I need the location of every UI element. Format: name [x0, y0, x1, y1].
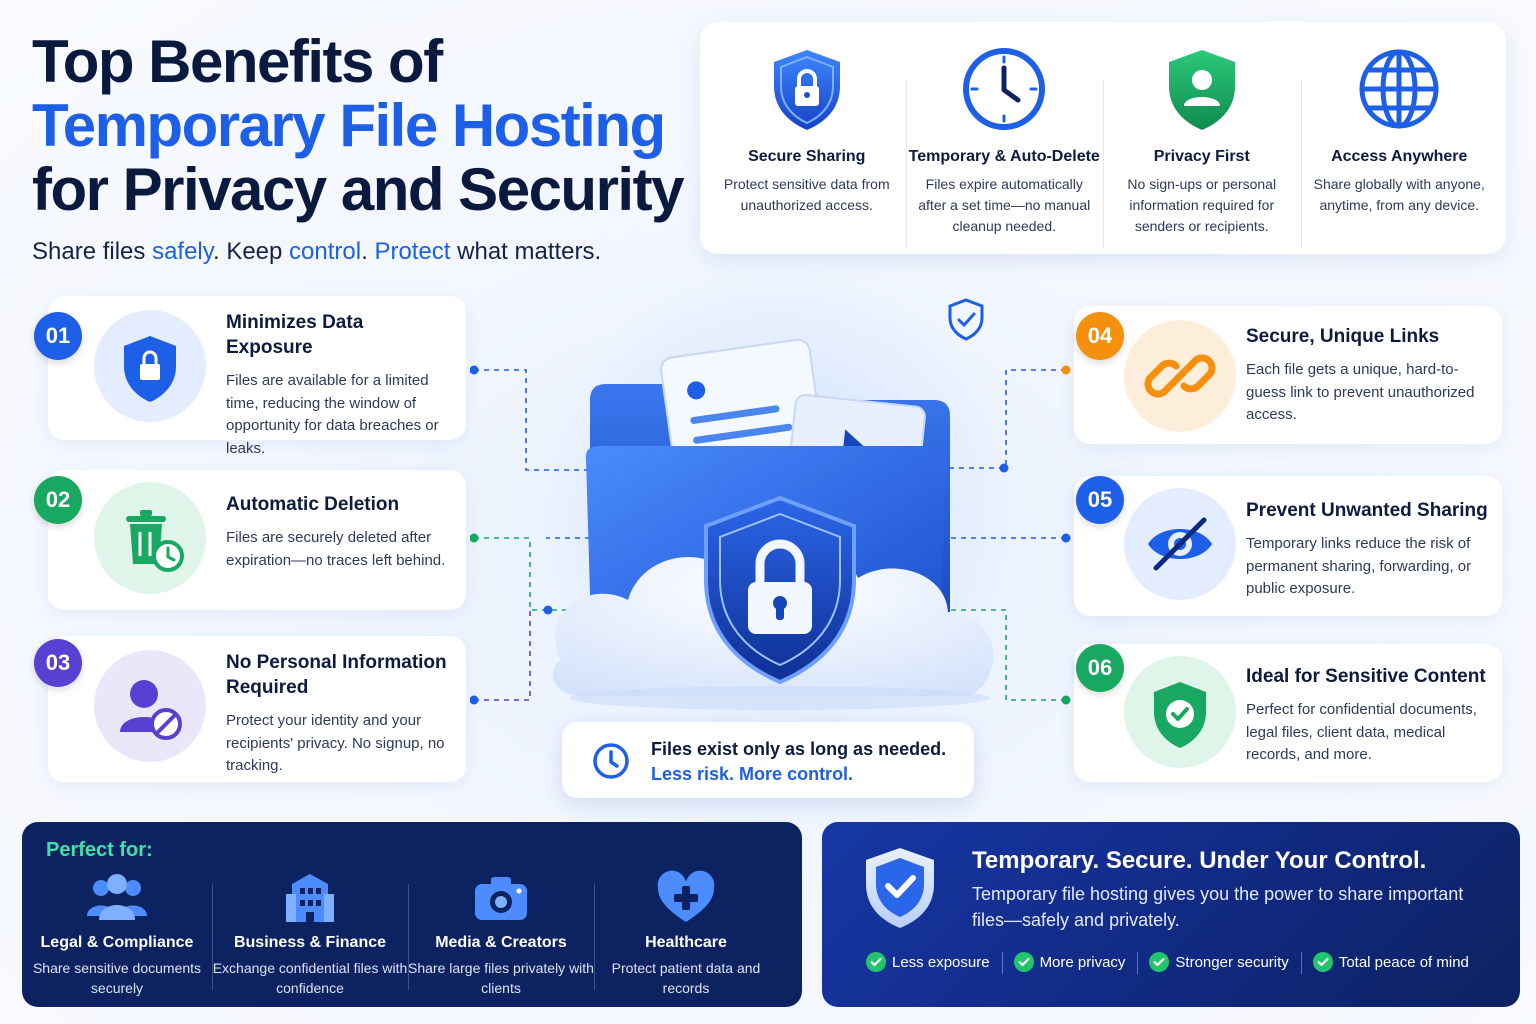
check-label: Total peace of mind [1338, 953, 1469, 971]
use-case-legal: Legal & Compliance Share sensitive docum… [22, 870, 212, 1000]
check-label: More privacy [1039, 953, 1126, 971]
benefit-title: No Personal Information Required [226, 652, 447, 698]
camera-icon [475, 877, 527, 920]
use-case-desc: Protect patient data and records [611, 960, 761, 996]
feature-privacy-first: Privacy First No sign-ups or personal in… [1103, 44, 1301, 254]
heart-cross-icon [657, 870, 715, 922]
use-case-title: Legal & Compliance [40, 934, 194, 951]
perfect-for-label: Perfect for: [46, 839, 153, 861]
trash-clock-icon [94, 482, 206, 594]
shield-check-icon [1124, 656, 1236, 768]
use-case-desc: Exchange confidential files with confide… [212, 960, 408, 996]
check-item: Less exposure [854, 952, 1002, 972]
subtitle-highlight-safely: safely [152, 238, 213, 265]
use-case-healthcare: Healthcare Protect patient data and reco… [594, 870, 778, 1000]
page-title-line-3: for Privacy and Security [32, 156, 684, 223]
benefit-card-02: 02 Automatic Deletion Files are securely… [34, 470, 466, 610]
feature-title: Privacy First [1153, 148, 1250, 165]
benefit-title: Prevent Unwanted Sharing [1246, 500, 1488, 521]
feature-title: Temporary & Auto-Delete [908, 148, 1100, 165]
check-circle-icon [1312, 952, 1333, 972]
benefit-title: Minimizes Data Exposure [226, 312, 364, 358]
check-item: Total peace of mind [1300, 952, 1481, 974]
benefit-desc: Protect your identity and your recipient… [226, 712, 445, 774]
feature-desc: No sign-ups or personal information requ… [1127, 176, 1277, 234]
eye-slash-icon [1124, 488, 1236, 600]
benefit-desc: Perfect for confidential documents, lega… [1246, 701, 1477, 763]
check-item: More privacy [1001, 952, 1138, 974]
lifetime-callout: Files exist only as long as needed. Less… [562, 722, 974, 798]
link-icon [1124, 320, 1236, 432]
benefit-title: Secure, Unique Links [1246, 326, 1440, 347]
subtitle-text: what matters. [450, 238, 602, 265]
feature-temporary-auto-delete: Temporary & Auto-Delete Files expire aut… [905, 44, 1104, 254]
use-case-business: Business & Finance Exchange confidential… [212, 870, 408, 1000]
benefit-desc: Files are available for a limited time, … [226, 372, 439, 457]
subtitle-text: . Keep [212, 238, 290, 265]
callout-line-2: Less risk. More control. [651, 764, 854, 784]
lock-shield-icon [94, 310, 206, 422]
clock-icon [593, 743, 629, 779]
perfect-for-panel: Perfect for: Legal & Compliance Share se… [22, 822, 802, 1007]
use-case-title: Media & Creators [435, 934, 567, 951]
benefit-card-04: 04 Secure, Unique Links Each file gets a… [1074, 306, 1502, 444]
check-circle-icon [866, 952, 886, 972]
checks-list: Less exposure More privacy Stronger secu… [854, 952, 1481, 974]
benefit-number: 04 [1076, 312, 1124, 360]
title-block: Top Benefits of Temporary File Hosting f… [32, 30, 692, 266]
check-label: Stronger security [1175, 953, 1289, 971]
subtitle-highlight-protect: Protect [374, 238, 451, 265]
control-panel: Temporary. Secure. Under Your Control. T… [822, 822, 1520, 1007]
benefit-title: Automatic Deletion [226, 494, 400, 515]
feature-access-anywhere: Access Anywhere Share globally with anyo… [1300, 44, 1499, 254]
subtitle-text: . [361, 238, 375, 265]
benefit-desc: Each file gets a unique, hard-to-guess l… [1246, 361, 1475, 423]
benefit-number: 01 [34, 312, 82, 360]
benefit-desc: Files are securely deleted after expirat… [226, 529, 446, 569]
benefit-card-01: 01 Minimizes Data Exposure Files are ava… [34, 296, 466, 457]
secure-folder-illustration [470, 260, 1071, 730]
benefit-card-06: 06 Ideal for Sensitive Content Perfect f… [1074, 644, 1502, 782]
subtitle-highlight-control: control [289, 238, 362, 265]
subtitle-text: Share files [32, 238, 153, 265]
shield-check-icon [866, 848, 934, 928]
subtitle: Share files safely. Keep control. Protec… [32, 238, 692, 266]
benefit-card-03: 03 No Personal Information Required Prot… [34, 636, 466, 782]
feature-desc: Protect sensitive data from unauthorized… [723, 176, 890, 213]
use-case-title: Healthcare [645, 934, 727, 951]
lock-shield-icon [773, 50, 840, 130]
feature-title: Access Anywhere [1331, 148, 1468, 165]
features-card: Secure Sharing Protect sensitive data fr… [700, 22, 1506, 254]
use-case-desc: Share sensitive documents securely [32, 960, 202, 996]
user-shield-icon [1168, 50, 1235, 130]
feature-secure-sharing: Secure Sharing Protect sensitive data fr… [708, 44, 906, 254]
benefit-number: 02 [34, 476, 82, 524]
feature-title: Secure Sharing [748, 148, 866, 165]
check-circle-icon [1013, 952, 1034, 972]
page-title-line-2: Temporary File Hosting [32, 92, 666, 159]
globe-icon [1359, 49, 1439, 129]
benefit-number: 05 [1076, 476, 1124, 524]
use-case-media: Media & Creators Share large files priva… [408, 870, 594, 1000]
callout-line-1: Files exist only as long as needed. [651, 739, 947, 759]
check-item: Stronger security [1137, 952, 1300, 974]
clock-icon [963, 48, 1046, 130]
benefit-number: 03 [34, 639, 82, 687]
page-title-line-1: Top Benefits of [32, 28, 443, 95]
user-blocked-icon [94, 650, 206, 762]
feature-desc: Share globally with anyone, anytime, fro… [1313, 176, 1485, 213]
use-case-desc: Share large files privately with clients [408, 960, 594, 996]
benefit-desc: Temporary links reduce the risk of perma… [1246, 535, 1472, 597]
people-icon [87, 874, 147, 920]
control-title: Temporary. Secure. Under Your Control. [972, 847, 1427, 874]
use-case-title: Business & Finance [233, 934, 387, 951]
check-label: Less exposure [892, 953, 990, 971]
benefit-title: Ideal for Sensitive Content [1246, 666, 1486, 687]
benefit-card-05: 05 Prevent Unwanted Sharing Temporary li… [1074, 476, 1502, 616]
building-icon [286, 874, 334, 922]
control-desc: Temporary file hosting gives you the pow… [972, 884, 1464, 930]
check-circle-icon [1149, 952, 1170, 972]
feature-desc: Files expire automatically after a set t… [918, 176, 1091, 234]
benefit-number: 06 [1076, 644, 1124, 692]
